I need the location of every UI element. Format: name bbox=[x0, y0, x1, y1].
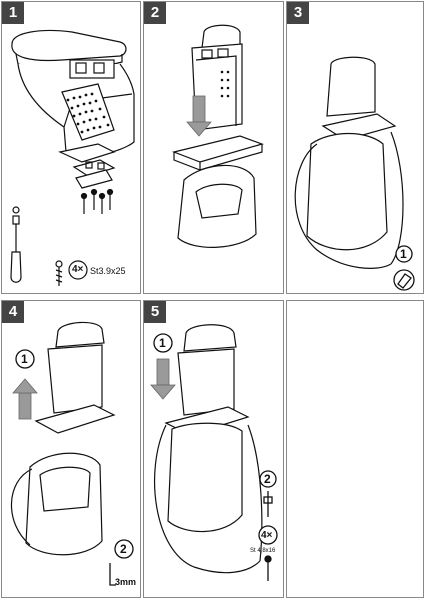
panel-3: 3 1 bbox=[286, 1, 424, 294]
cable-routing-illustration bbox=[294, 56, 415, 291]
panel-1: 1 bbox=[1, 1, 141, 294]
panel-4-number: 4 bbox=[2, 301, 24, 323]
panel-4: 4 1 2 3mm bbox=[1, 300, 141, 598]
panel-2-number: 2 bbox=[144, 2, 166, 24]
panel-5-screw-spec: St 4,8x16 bbox=[250, 548, 276, 554]
panel-6-empty bbox=[286, 300, 424, 598]
armrest-on-bracket-illustration bbox=[171, 24, 264, 248]
panel-4-step-2: 2 bbox=[120, 542, 127, 556]
panel-2: 2 bbox=[143, 1, 284, 294]
armrest-fitting-illustration bbox=[10, 321, 134, 586]
panel-5-step-1: 1 bbox=[159, 336, 166, 350]
panel-5: 5 1 2 bbox=[143, 300, 284, 598]
final-fixing-illustration bbox=[150, 324, 278, 581]
panel-3-number: 3 bbox=[287, 2, 309, 24]
armrest-with-screws-illustration bbox=[10, 29, 135, 286]
screw-quantity: 4× bbox=[72, 264, 84, 275]
panel-5-screw-quantity: 4× bbox=[261, 530, 273, 541]
panel-4-step-1: 1 bbox=[21, 352, 28, 366]
panel-4-gap-label: 3mm bbox=[115, 577, 137, 587]
panel-5-number: 5 bbox=[144, 301, 166, 323]
panel-3-step-1: 1 bbox=[400, 247, 407, 261]
screw-spec: St3.9x25 bbox=[90, 266, 126, 276]
panel-1-number: 1 bbox=[2, 2, 24, 24]
panel-5-step-2: 2 bbox=[264, 472, 271, 486]
